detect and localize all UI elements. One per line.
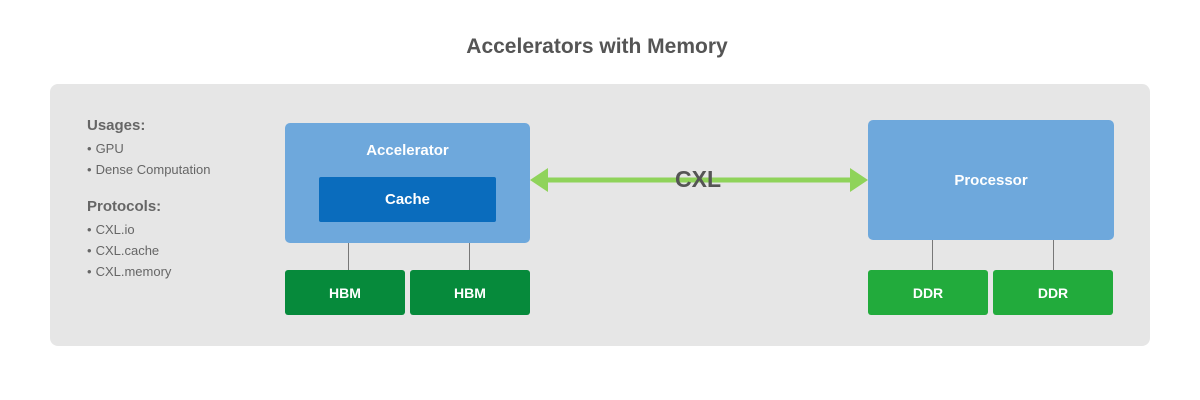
protocol-item: CXL.memory [87, 264, 172, 285]
hbm-block: HBM [410, 270, 530, 315]
protocol-item: CXL.io [87, 222, 171, 243]
diagram-title: Accelerators with Memory [466, 35, 728, 58]
ddr-connector-line [1053, 240, 1054, 270]
ddr-block: DDR [868, 270, 988, 315]
cache-block: Cache [319, 177, 496, 222]
protocols-list: CXL.io CXL.cache CXL.memory [87, 222, 172, 285]
hbm-label: HBM [454, 284, 486, 301]
ddr-label: DDR [912, 284, 944, 301]
cache-label: Cache [384, 191, 431, 208]
hbm-connector-line [469, 243, 470, 270]
arrow-head-left [530, 168, 548, 192]
accelerator-label: Accelerator [366, 142, 449, 159]
protocols-heading: Protocols: [87, 198, 162, 215]
processor-block: Processor [868, 120, 1114, 240]
arrow-head-right [850, 168, 868, 192]
usage-item: GPU [87, 141, 210, 162]
cxl-label: CXL [675, 166, 721, 192]
usages-heading: Usages: [87, 117, 146, 134]
protocol-item: CXL.cache [87, 243, 171, 264]
hbm-block: HBM [285, 270, 405, 315]
hbm-connector-line [348, 243, 349, 270]
ddr-label: DDR [1037, 284, 1069, 301]
usages-list: GPU Dense Computation [87, 141, 211, 183]
cxl-bidirectional-arrow [530, 168, 868, 192]
ddr-block: DDR [993, 270, 1113, 315]
usage-item: Dense Computation [87, 162, 211, 183]
arrow-shaft [546, 177, 850, 183]
processor-label: Processor [954, 171, 1028, 189]
ddr-connector-line [932, 240, 933, 270]
hbm-label: HBM [329, 284, 361, 301]
